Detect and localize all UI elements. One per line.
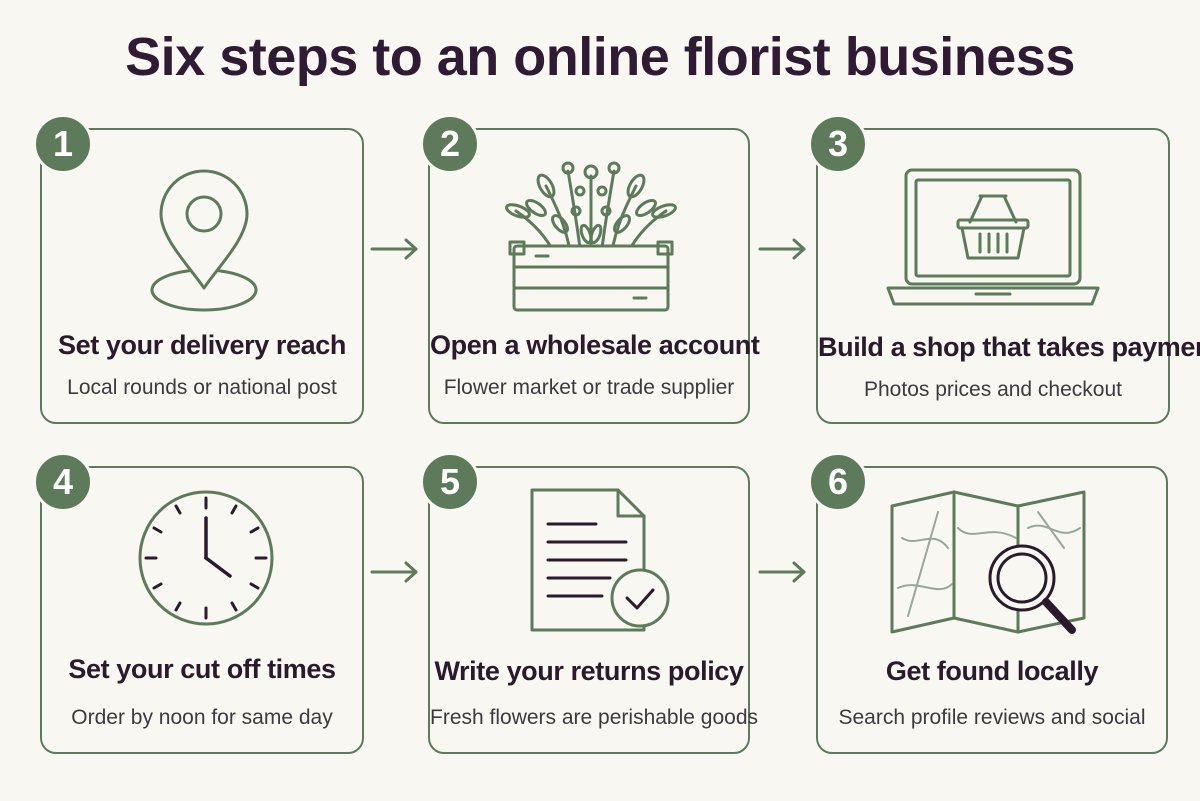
location-pin-icon bbox=[149, 158, 259, 318]
arrow-right-icon bbox=[370, 237, 420, 261]
step-title: Open a wholesale account bbox=[430, 330, 760, 360]
step-number-badge: 2 bbox=[420, 114, 480, 174]
step-card-1: Set your delivery reach Local rounds or … bbox=[40, 128, 364, 424]
step-card-5: Write your returns policy Fresh flowers … bbox=[428, 466, 759, 754]
step-number-badge: 6 bbox=[808, 452, 868, 512]
step-subtitle: Order by noon for same day bbox=[71, 706, 333, 729]
step-number-badge: 3 bbox=[808, 114, 868, 174]
step-title: Write your returns policy bbox=[434, 656, 744, 686]
clock-icon bbox=[134, 486, 278, 630]
arrow-right-icon bbox=[758, 560, 808, 584]
step-card-3: Build a shop that takes payment Photos p… bbox=[816, 128, 1200, 424]
laptop-basket-icon bbox=[886, 166, 1100, 308]
step-number-badge: 1 bbox=[33, 114, 93, 174]
step-title: Set your cut off times bbox=[68, 654, 336, 684]
step-subtitle: Flower market or trade supplier bbox=[443, 376, 735, 399]
step-title: Build a shop that takes payment bbox=[818, 332, 1200, 362]
step-card-6: Get found locally Search profile reviews… bbox=[816, 466, 1168, 754]
flower-crate-icon bbox=[496, 146, 686, 316]
step-subtitle: Fresh flowers are perishable goods bbox=[430, 706, 759, 729]
step-card-2: Open a wholesale account Flower market o… bbox=[428, 128, 760, 424]
step-subtitle: Local rounds or national post bbox=[67, 376, 337, 399]
step-title: Set your delivery reach bbox=[58, 330, 346, 360]
step-title: Get found locally bbox=[885, 656, 1099, 686]
document-check-icon bbox=[526, 486, 676, 638]
page-title: Six steps to an online florist business bbox=[125, 27, 1075, 87]
step-number-badge: 5 bbox=[420, 452, 480, 512]
arrow-right-icon bbox=[758, 237, 808, 261]
map-magnifier-icon bbox=[888, 488, 1094, 648]
step-subtitle: Photos prices and checkout bbox=[864, 378, 1122, 401]
step-card-4: Set your cut off times Order by noon for… bbox=[40, 466, 364, 754]
arrow-right-icon bbox=[370, 560, 420, 584]
step-number-badge: 4 bbox=[33, 452, 93, 512]
step-subtitle: Search profile reviews and social bbox=[838, 706, 1146, 729]
